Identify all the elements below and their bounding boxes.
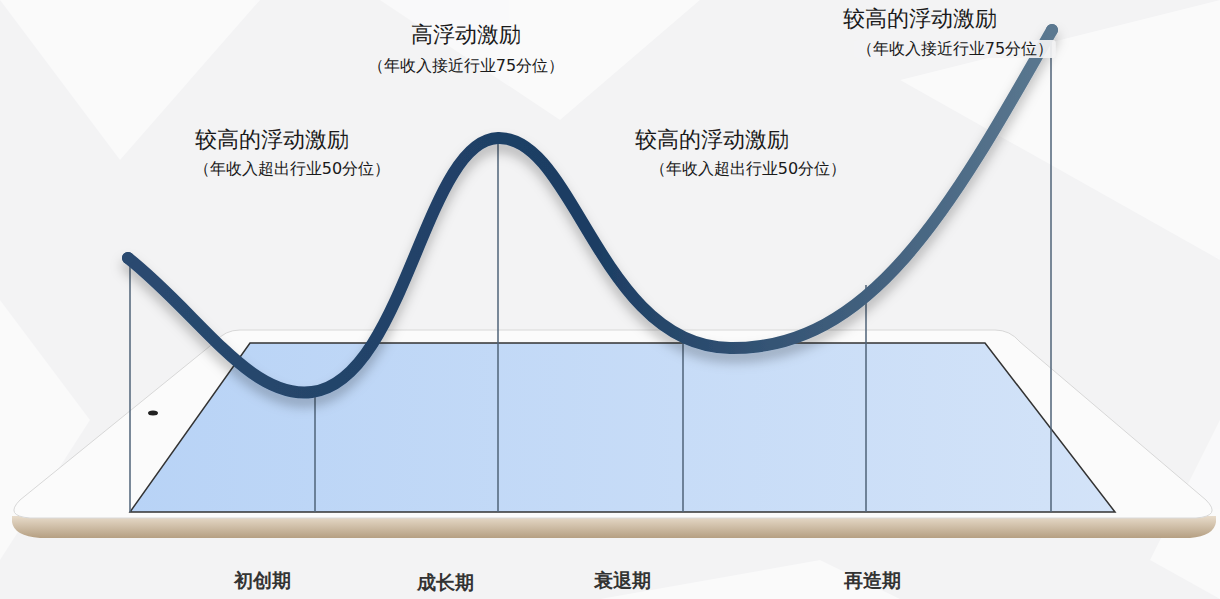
annotation-note: （年收入超出行业50分位） <box>650 160 846 178</box>
trend-curve <box>128 30 1052 393</box>
curve-end <box>122 252 134 264</box>
annotation-heading: 高浮动激励 <box>411 22 521 47</box>
annotation-note: （年收入接近行业75分位） <box>854 40 1056 58</box>
stage-label: 成长期 <box>417 572 474 594</box>
annotation-note: （年收入超出行业50分位） <box>194 160 390 178</box>
annotation-heading: 较高的浮动激励 <box>635 127 789 152</box>
drop-lines <box>130 32 1051 512</box>
annotation-heading: 较高的浮动激励 <box>843 6 997 31</box>
stage-label: 再造期 <box>844 570 901 592</box>
annotation-note: （年收入接近行业75分位） <box>368 57 564 75</box>
stage-label: 衰退期 <box>594 570 651 592</box>
tablet <box>12 330 1216 538</box>
curve-end <box>1046 24 1058 36</box>
stage-label: 初创期 <box>234 570 291 592</box>
annotation-heading: 较高的浮动激励 <box>195 127 349 152</box>
